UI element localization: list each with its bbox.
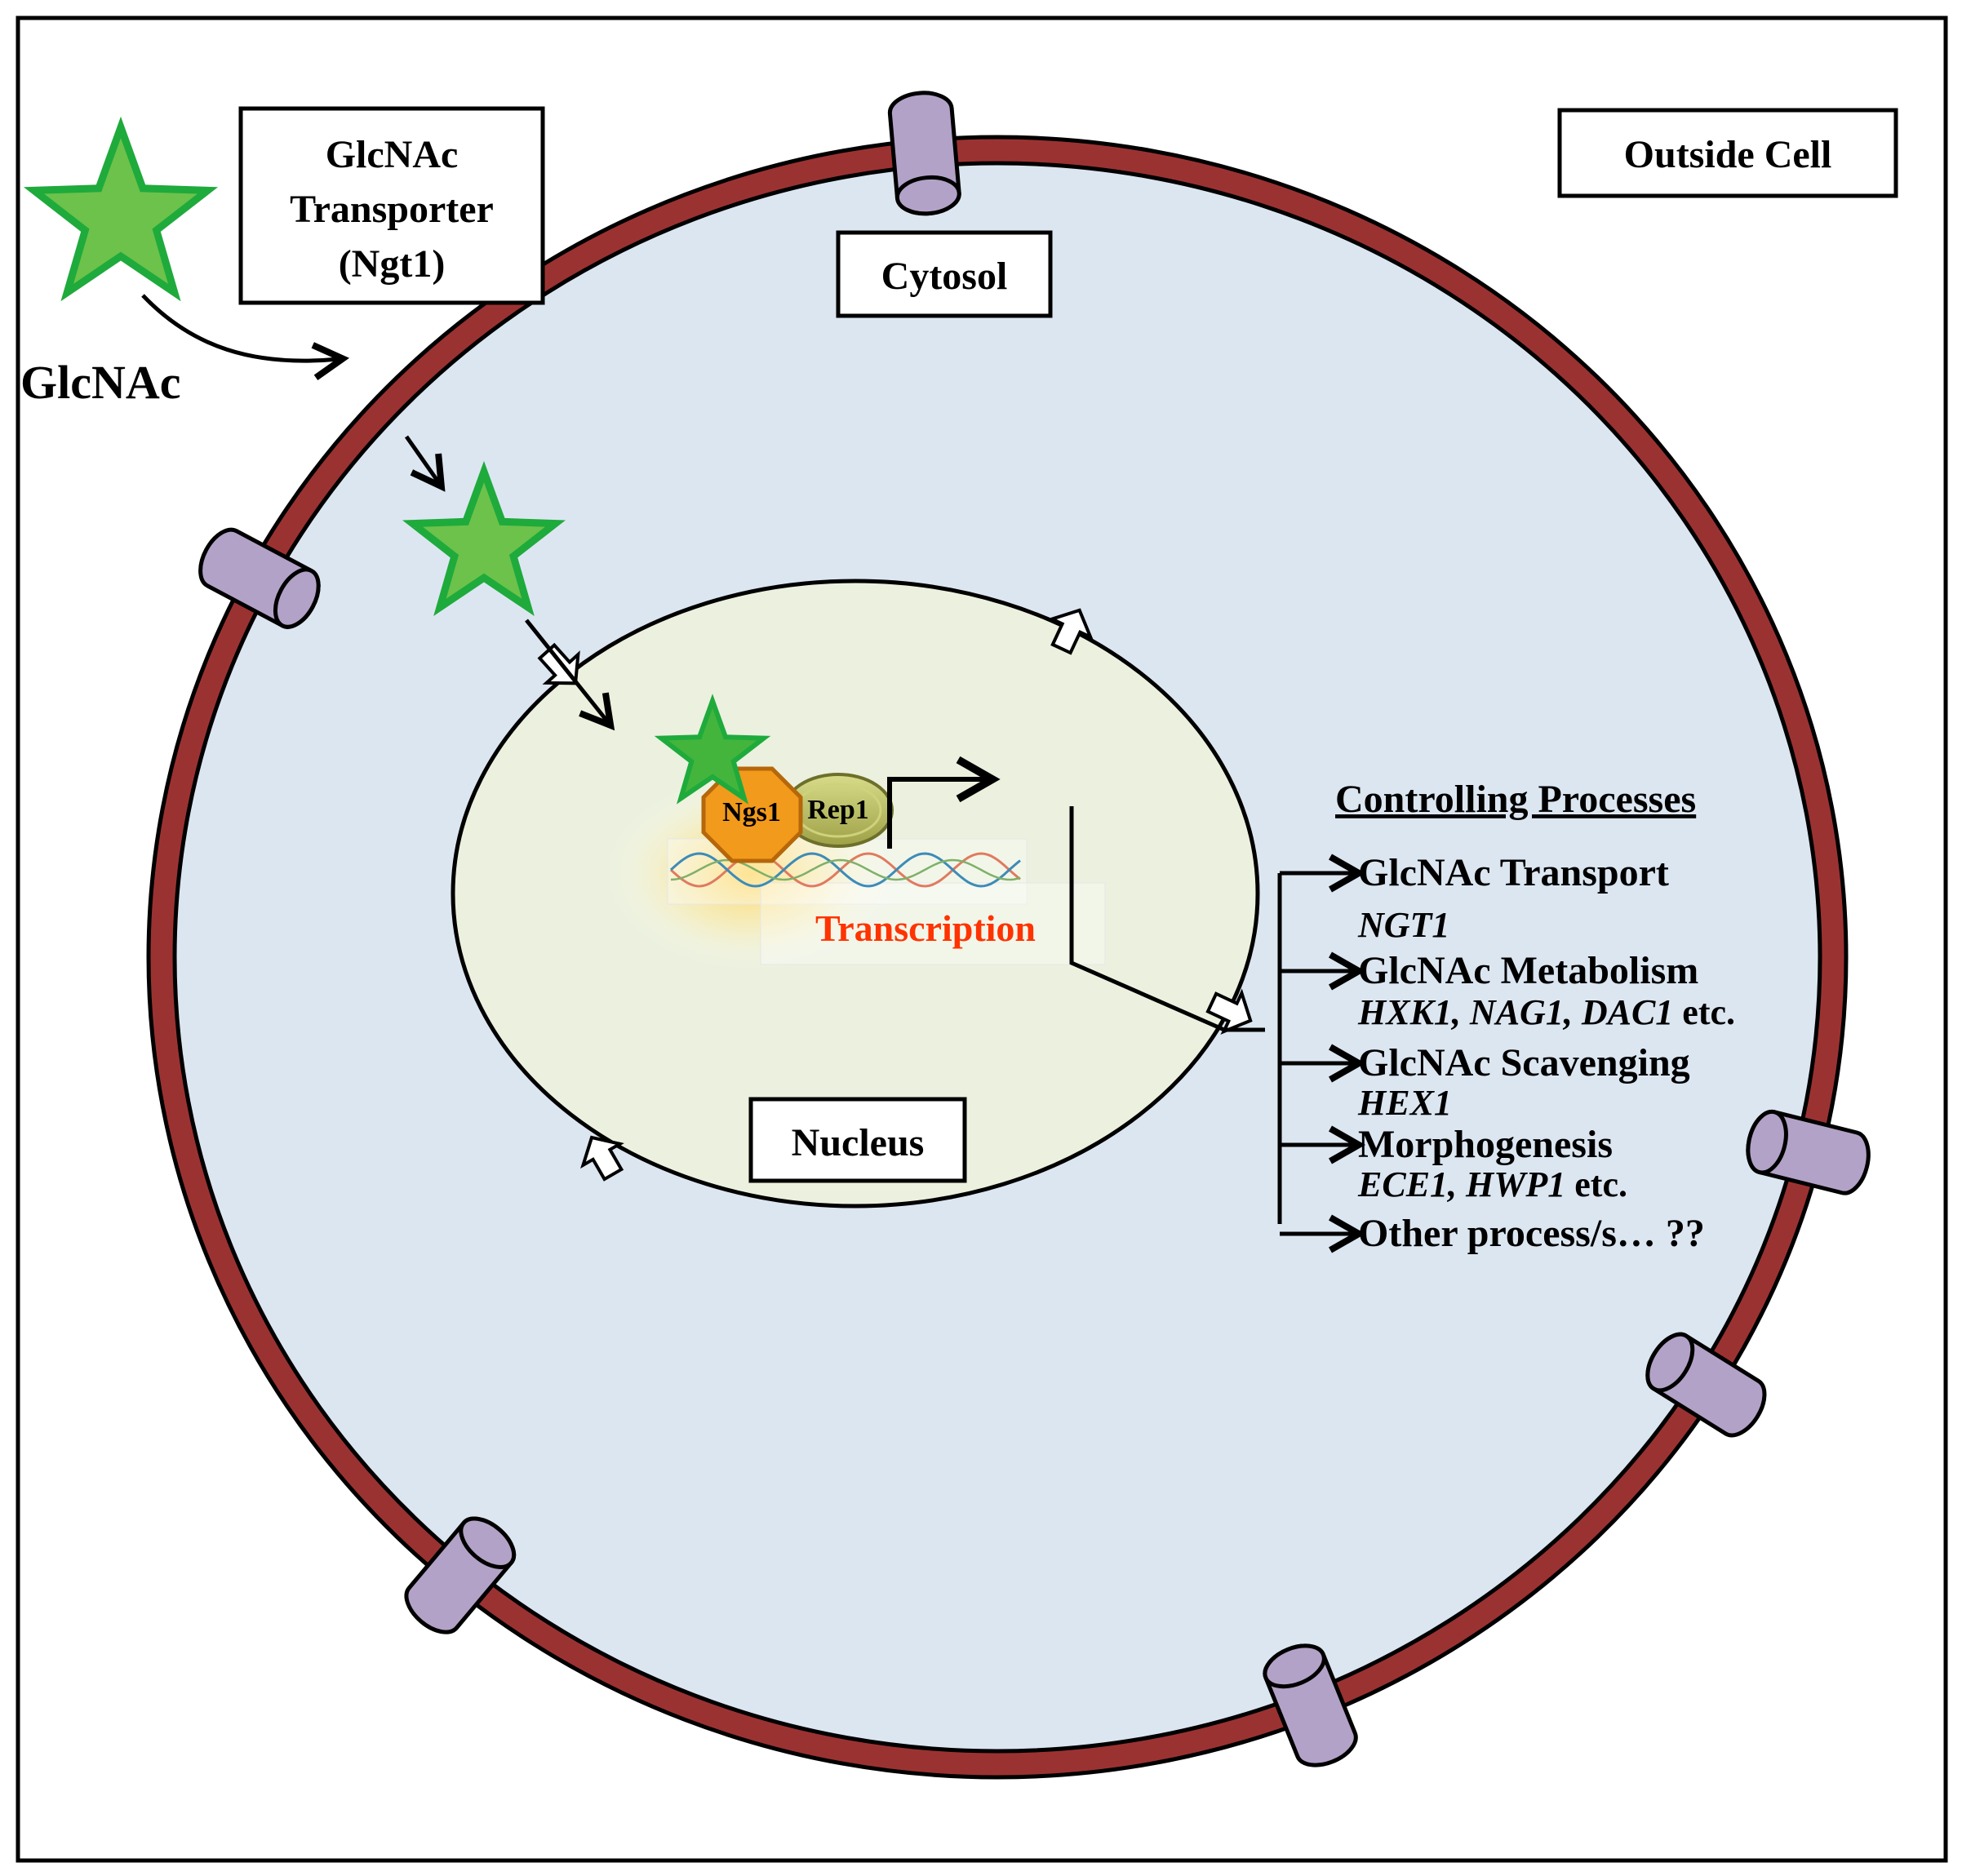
rep1-label: Rep1: [807, 795, 869, 825]
transporter-label-line1: GlcNAc: [326, 133, 459, 176]
transporter-label-line2: Transporter: [290, 188, 494, 231]
nuclear-pore-icon: [580, 1135, 624, 1182]
transcription-label: Transcription: [815, 907, 1036, 949]
transporter-icon: [1645, 1332, 1767, 1438]
ngs1-label: Ngs1: [722, 797, 781, 827]
transporter-icon: [198, 527, 321, 629]
transporter-icon: [404, 1516, 517, 1634]
process-genes: HEX1: [1357, 1083, 1452, 1123]
transporter-label-line3: (Ngt1): [339, 242, 446, 286]
transcription-start-arrow: [887, 756, 1001, 849]
process-arrows: [1280, 854, 1366, 1253]
import-arrow: [404, 435, 446, 492]
process-title: GlcNAc Metabolism: [1358, 949, 1698, 992]
nucleus-box: Nucleus: [748, 1097, 967, 1183]
output-line: [1069, 806, 1265, 1032]
process-title: Other process/s… ??: [1358, 1212, 1705, 1255]
process-title: GlcNAc Transport: [1358, 851, 1669, 894]
glcnac-star-cytosol: [402, 460, 566, 617]
process-title: Morphogenesis: [1358, 1123, 1613, 1166]
transporters: [198, 91, 1871, 1767]
process-genes: NGT1: [1357, 905, 1449, 945]
nuclear-pore-icon: [1205, 988, 1253, 1035]
outside-cell-label: Outside Cell: [1624, 133, 1832, 176]
process-title: GlcNAc Scavenging: [1358, 1041, 1690, 1084]
transporter-icon: [1263, 1643, 1358, 1767]
nucleus-label: Nucleus: [792, 1121, 925, 1164]
glcnac-star-bound: [654, 694, 771, 805]
cytosol-box: Cytosol: [836, 230, 1053, 318]
transporter-box: GlcNAc Transporter (Ngt1): [238, 106, 545, 305]
uptake-arrow: [141, 294, 350, 381]
nuclear-pore-icon: [1047, 608, 1094, 655]
process-genes: ECE1, HWP1 etc.: [1357, 1164, 1627, 1204]
nuclear-entry-arrow: [525, 619, 615, 731]
transporter-icon: [1746, 1109, 1871, 1195]
glcnac-star-outside: [23, 116, 219, 302]
processes-heading: Controlling Processes: [1335, 778, 1696, 821]
process-genes: HXK1, NAG1, DAC1 etc.: [1357, 992, 1735, 1032]
glcnac-label: GlcNAc: [20, 356, 181, 409]
outside-cell-box: Outside Cell: [1557, 108, 1898, 198]
transporter-icon: [887, 91, 961, 216]
cytosol-label: Cytosol: [881, 255, 1008, 298]
transcription-frame: [760, 882, 1106, 965]
ngs1-protein: Ngs1: [701, 766, 803, 863]
